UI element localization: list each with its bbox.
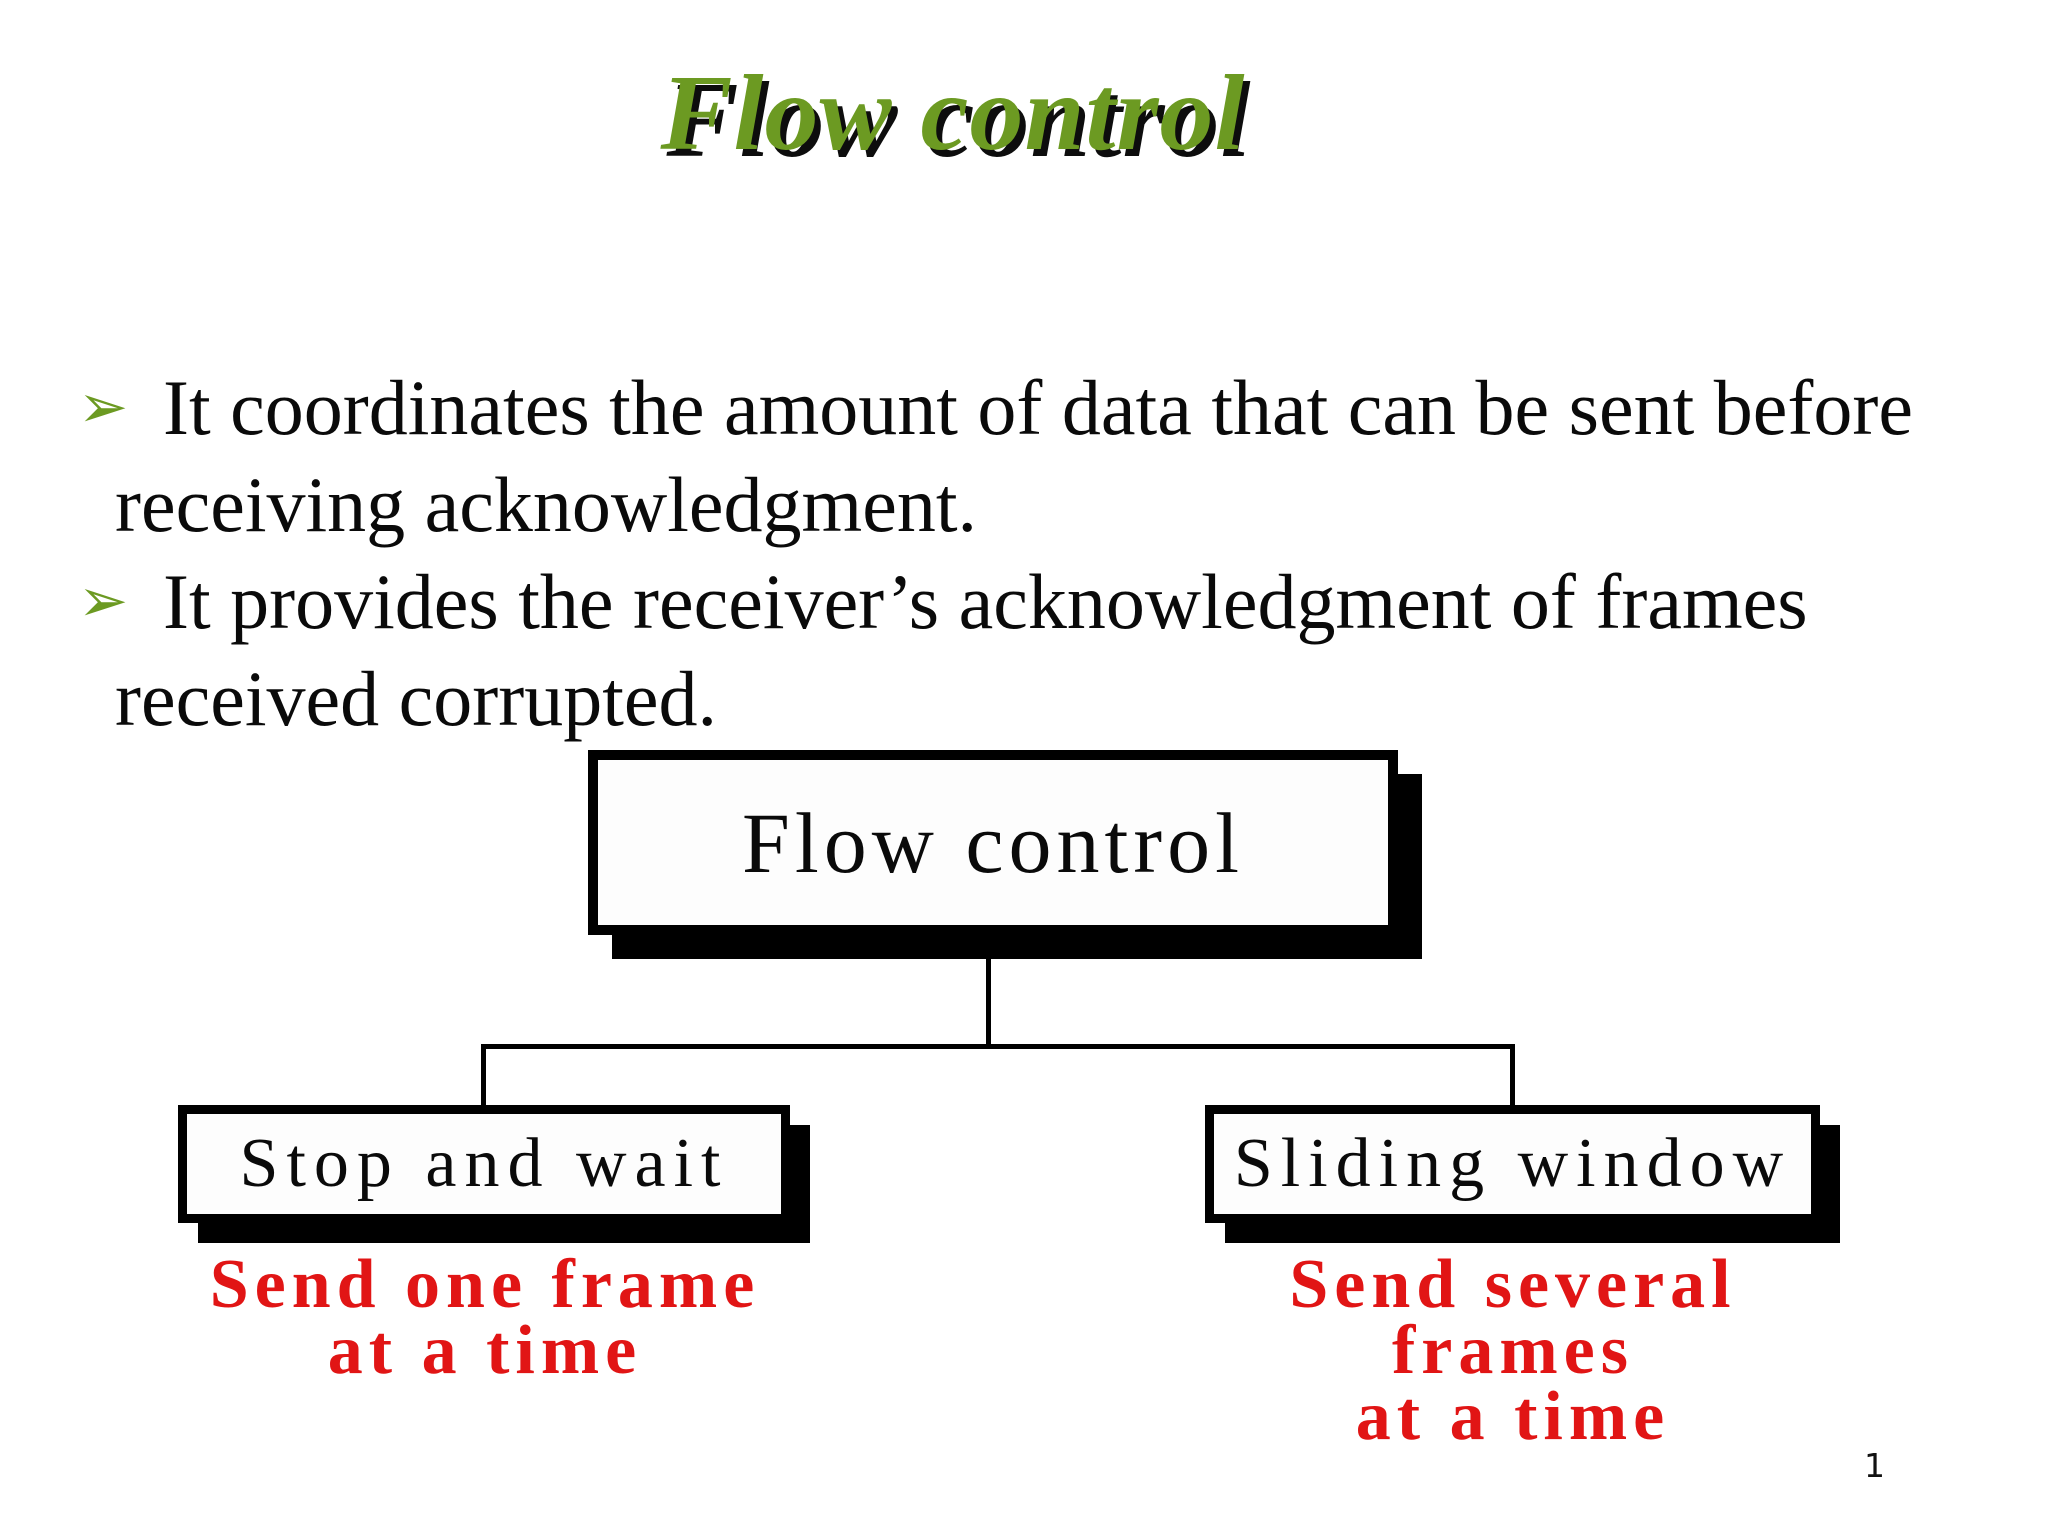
arrowhead-bullet-icon: ➢ — [78, 372, 129, 442]
diagram-box-flow-control: Flow control — [588, 750, 1398, 935]
caption-line: Send one frame — [209, 1246, 761, 1323]
bullet-text-line: It provides the receiver’s acknowledgmen… — [163, 558, 1808, 645]
caption-line: Send several frames — [1289, 1246, 1737, 1389]
connector-root-vertical-line — [986, 950, 991, 1049]
caption-line: at a time — [327, 1312, 643, 1389]
bullet-text-line: It coordinates the amount of data that c… — [163, 364, 1913, 451]
bullet-text-line: receiving acknowledgment. — [115, 461, 977, 548]
caption-line: at a time — [1355, 1378, 1671, 1455]
bullet-list: ➢ It coordinates the amount of data that… — [0, 359, 2020, 747]
connector-right-vertical-line — [1510, 1044, 1515, 1110]
caption-stop-and-wait: Send one frame at a time — [140, 1250, 830, 1386]
diagram-box-sliding-window: Sliding window — [1205, 1105, 1820, 1223]
connector-horizontal-line — [481, 1044, 1515, 1049]
bullet-item-coordinates: ➢ It coordinates the amount of data that… — [0, 359, 2020, 553]
diagram-box-label: Flow control — [742, 794, 1244, 891]
bullet-text-line: received corrupted. — [115, 655, 717, 742]
caption-sliding-window: Send several frames at a time — [1160, 1250, 1866, 1452]
connector-left-vertical-line — [481, 1044, 486, 1110]
diagram-box-label: Stop and wait — [239, 1125, 729, 1202]
diagram-box-label: Sliding window — [1233, 1125, 1792, 1202]
slide-title: Flow control — [660, 54, 1246, 173]
bullet-item-provides: ➢ It provides the receiver’s acknowledgm… — [0, 553, 2020, 747]
page-number: 1 — [1864, 1446, 1885, 1485]
diagram-box-stop-and-wait: Stop and wait — [178, 1105, 790, 1223]
arrowhead-bullet-icon: ➢ — [78, 566, 129, 636]
